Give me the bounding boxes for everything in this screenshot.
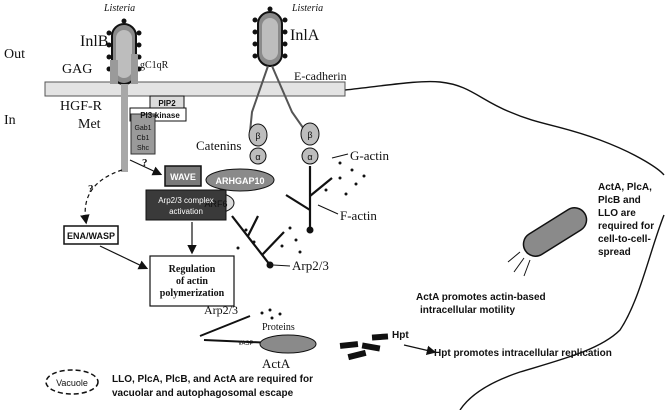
enawasp-box xyxy=(63,225,119,245)
escape-line-1: LLO, PlcA, PlcB, and ActA are required f… xyxy=(112,374,313,385)
f-actin-pointer xyxy=(317,204,339,215)
motility-line-1: ActA promotes actin-based xyxy=(416,292,546,303)
arp23-complex-box xyxy=(145,189,227,221)
arp23-label-main: Arp2/3 xyxy=(292,258,329,273)
arp23-complex-line-2: activation xyxy=(169,207,203,216)
inlb-label: InlB xyxy=(80,33,108,50)
e-cadherin-strand-left xyxy=(249,65,269,133)
inlb-stem xyxy=(121,84,128,172)
alpha-left-label: α xyxy=(255,152,260,162)
arp23-pointer xyxy=(272,264,291,267)
regulation-line-2: of actin xyxy=(176,276,208,287)
arp23-node-center xyxy=(266,261,274,269)
motility-line-2: intracellular motility xyxy=(420,305,515,316)
acta-filament xyxy=(199,315,251,337)
gag-bar xyxy=(110,60,118,84)
regulation-box xyxy=(149,255,235,307)
beta-right-label: β xyxy=(307,130,312,140)
gc1qr-receptor xyxy=(131,54,138,84)
e-cadherin-label: E-cadherin xyxy=(294,69,347,83)
regulation-line-1: Regulation xyxy=(169,264,216,275)
gag-label: GAG xyxy=(62,62,92,77)
arp23-complex-line-1: Arp2/3 complex xyxy=(158,196,214,205)
arf6-label: ARF6 xyxy=(204,199,227,209)
host-cell-outline xyxy=(344,80,665,176)
alpha-catenin-left xyxy=(249,147,267,165)
regulation-line-3: polymerization xyxy=(160,288,225,299)
g-actin-monomers xyxy=(236,161,366,254)
shc-label: Shc xyxy=(137,145,150,152)
cb1-label: Cb1 xyxy=(137,135,150,142)
arhgap10-protein xyxy=(205,168,275,192)
enawasp-label: ENA/WASP xyxy=(67,231,115,241)
gc1qr-label: gC1qR xyxy=(140,60,169,71)
acta-plca-line-2: PlcB and xyxy=(598,195,641,206)
alpha-right-label: α xyxy=(307,152,312,162)
acta-plca-line-4: required for xyxy=(598,221,654,232)
wave-box xyxy=(164,165,202,187)
beta-left-label: β xyxy=(255,131,260,141)
acta-plca-line-6: spread xyxy=(598,247,631,258)
arhgap10-label: ARHGAP10 xyxy=(215,176,264,186)
met-label: Met xyxy=(78,117,101,132)
vasp-label: VASP xyxy=(238,341,254,347)
listeria-label-right: Listeria xyxy=(291,3,323,14)
acta-label: ActA xyxy=(262,356,291,371)
acta-actin-dots xyxy=(260,308,282,320)
arp23-label-acta: Arp2/3 xyxy=(204,303,238,317)
hgf-r-label: HGF-R xyxy=(60,99,103,114)
catenins-label: Catenins xyxy=(196,138,242,153)
plasma-membrane xyxy=(44,81,346,97)
listeria-cytoplasm-bacterium xyxy=(507,207,588,277)
arp23-node-right xyxy=(306,226,314,234)
actin-filaments-center xyxy=(231,166,333,266)
g-actin-label: G-actin xyxy=(350,148,389,163)
question-mark-1: ? xyxy=(142,157,148,169)
escape-line-2: vacuolar and autophagosomal escape xyxy=(112,388,294,399)
alpha-catenin-right xyxy=(301,147,319,165)
arrow-hpt xyxy=(403,344,437,356)
inla-label: InlA xyxy=(290,27,320,44)
beta-catenin-right xyxy=(300,122,320,146)
gab1-label: Gab1 xyxy=(134,125,151,132)
f-actin-label: F-actin xyxy=(340,208,377,223)
acta-plca-line-1: ActA, PlcA, xyxy=(598,182,652,193)
arrow-met-to-wave xyxy=(129,159,163,176)
hpt-dashes xyxy=(339,333,389,361)
acta-protein xyxy=(259,334,317,354)
e-cadherin-strand-right xyxy=(271,65,307,133)
listeria-label-left: Listeria xyxy=(103,3,135,14)
hpt-note: Hpt promotes intracellular replication xyxy=(434,348,612,359)
beta-catenin-left xyxy=(248,123,268,147)
hpt-label: Hpt xyxy=(392,330,409,341)
gab1-cb1-shc-box xyxy=(130,113,156,155)
vacuole-label: Vacuole xyxy=(56,378,88,388)
wave-label: WAVE xyxy=(170,172,196,182)
proteins-label: Proteins xyxy=(262,322,295,333)
arrow-met-to-enawasp xyxy=(80,169,123,225)
in-label: In xyxy=(4,113,16,128)
acta-plca-line-5: cell-to-cell- xyxy=(598,234,651,245)
question-mark-2: ? xyxy=(88,183,94,195)
out-label: Out xyxy=(4,47,25,62)
pi3-kinase-label: PI3-kinase xyxy=(140,111,180,120)
acta-plca-line-3: LLO are xyxy=(598,208,636,219)
listeria-bacterium-right xyxy=(252,6,288,67)
arrow-enawasp-to-regulation xyxy=(99,245,149,270)
g-actin-pointer xyxy=(331,153,349,159)
vacuole xyxy=(45,369,99,395)
host-cell-outline-lower xyxy=(459,214,665,410)
pip2-label: PIP2 xyxy=(158,99,176,108)
